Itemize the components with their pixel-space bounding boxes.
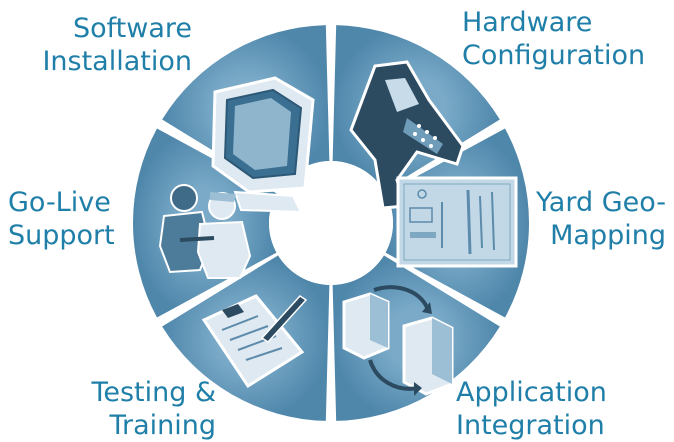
computer-monitor-icon xyxy=(211,76,315,214)
people-support-icon xyxy=(158,184,252,279)
label-yard-geo-mapping: Yard Geo- Mapping xyxy=(536,187,666,251)
label-testing-training: Testing & Training xyxy=(91,377,216,441)
clipboard-pen-icon xyxy=(201,294,308,389)
wheel-hub xyxy=(269,161,393,285)
label-hardware-configuration: Hardware Configuration xyxy=(462,7,646,71)
label-go-live-support: Go-Live Support xyxy=(8,187,115,251)
handheld-scanner-icon xyxy=(349,60,465,210)
yard-map-icon xyxy=(396,176,518,268)
label-application-integration: Application Integration xyxy=(456,377,607,441)
label-software-installation: Software Installation xyxy=(42,13,192,77)
connected-servers-icon xyxy=(342,285,454,396)
